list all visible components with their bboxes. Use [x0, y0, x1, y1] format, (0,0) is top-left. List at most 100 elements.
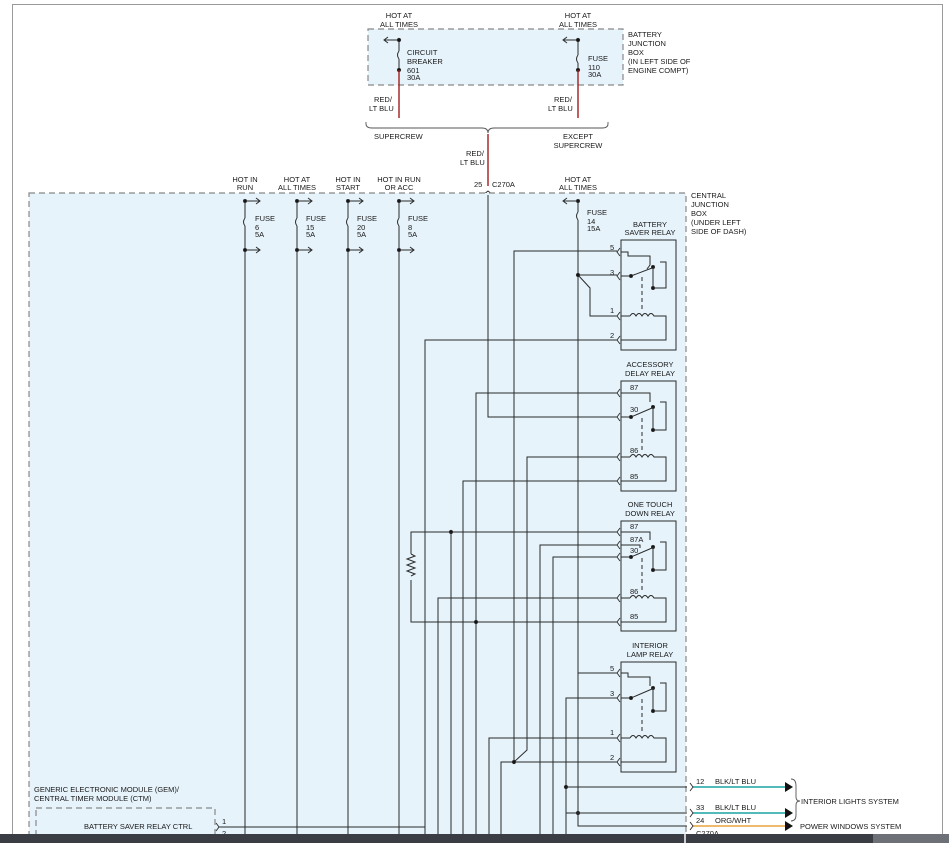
- svg-text:85: 85: [630, 612, 638, 621]
- svg-text:DELAY RELAY: DELAY RELAY: [625, 369, 675, 378]
- svg-text:BOX: BOX: [691, 209, 707, 218]
- fuse-14: [562, 197, 580, 275]
- output-color-33: BLK/LT BLU: [715, 803, 756, 812]
- output-color-12: BLK/LT BLU: [715, 777, 756, 786]
- svg-text:5A: 5A: [357, 230, 366, 239]
- svg-text:5: 5: [610, 664, 614, 673]
- one-touch-down-relay-label: ONE TOUCH: [628, 500, 673, 509]
- svg-text:3: 3: [610, 689, 614, 698]
- right-wire-color: RED/: [554, 95, 573, 104]
- interior-lights-brace: [790, 778, 801, 822]
- one-touch-down-relay-internals: [621, 531, 667, 623]
- scrollbar-thumb[interactable]: [873, 834, 949, 843]
- fuse-15: [295, 197, 313, 843]
- svg-text:601: 601: [407, 66, 420, 75]
- gem-pin-1: 1: [222, 817, 226, 826]
- svg-text:2: 2: [610, 331, 614, 340]
- battery-saver-relay-label: BATTERY: [633, 220, 667, 229]
- svg-text:86: 86: [630, 446, 638, 455]
- output-pin-12: 12: [696, 777, 704, 786]
- svg-text:2: 2: [610, 753, 614, 762]
- svg-text:BREAKER: BREAKER: [407, 57, 443, 66]
- svg-text:30A: 30A: [588, 70, 601, 79]
- svg-text:87: 87: [630, 522, 638, 531]
- central-junction-box: [28, 192, 687, 843]
- svg-text:LT BLU: LT BLU: [548, 104, 573, 113]
- interior-lamp-relay-internals: [621, 672, 667, 763]
- interior-lamp-relay: [620, 661, 677, 773]
- svg-text:ALL TIMES: ALL TIMES: [380, 20, 418, 29]
- variant-brace: [365, 122, 609, 134]
- svg-text:(IN LEFT SIDE OF: (IN LEFT SIDE OF: [628, 57, 691, 66]
- svg-text:(UNDER LEFT: (UNDER LEFT: [691, 218, 741, 227]
- svg-text:ALL TIMES: ALL TIMES: [278, 183, 316, 192]
- fuse-110: [562, 36, 581, 73]
- accessory-delay-relay-internals: [621, 392, 667, 482]
- svg-text:87: 87: [630, 383, 638, 392]
- svg-text:5A: 5A: [306, 230, 315, 239]
- red-feed-wires: [398, 70, 579, 186]
- svg-text:JUNCTION: JUNCTION: [691, 200, 729, 209]
- svg-text:FUSE: FUSE: [408, 214, 428, 223]
- output-connector: C270A: [696, 829, 719, 838]
- output-wires: [693, 786, 785, 827]
- gem-connectors: [215, 822, 425, 832]
- svg-text:RUN: RUN: [237, 183, 253, 192]
- power-windows-system: POWER WINDOWS SYSTEM: [800, 822, 901, 831]
- feed-pin: 25: [474, 180, 482, 189]
- svg-text:DOWN RELAY: DOWN RELAY: [625, 509, 675, 518]
- gem-pin-2: 2: [222, 829, 226, 838]
- svg-text:START: START: [336, 183, 360, 192]
- fuse20-hot-label: HOT IN: [335, 175, 360, 184]
- svg-text:110: 110: [588, 63, 600, 72]
- svg-text:LAMP RELAY: LAMP RELAY: [627, 650, 673, 659]
- variant-supercrew: SUPERCREW: [374, 132, 424, 141]
- fuse-6: [243, 197, 261, 843]
- interior-lamp-relay-label: INTERIOR: [632, 641, 668, 650]
- scrollbar-divider: [684, 834, 686, 843]
- battery-saver-relay: [620, 239, 677, 351]
- circuit-breaker-label: CIRCUIT BREAKER 601 30A: [407, 48, 443, 82]
- output-color-24: ORG/WHT: [715, 816, 752, 825]
- bottom-scrollbar[interactable]: [0, 834, 949, 843]
- svg-text:1: 1: [610, 306, 614, 315]
- svg-text:15: 15: [306, 223, 314, 232]
- one-touch-down-relay: [620, 520, 677, 632]
- svg-text:ALL TIMES: ALL TIMES: [559, 183, 597, 192]
- battery-junction-box: [367, 28, 624, 86]
- svg-text:15A: 15A: [587, 224, 600, 233]
- fuse8-hot-label: HOT IN RUN: [377, 175, 421, 184]
- fuse110-hot-label: HOT AT: [565, 11, 592, 20]
- svg-text:ALL TIMES: ALL TIMES: [559, 20, 597, 29]
- svg-text:ENGINE COMPT): ENGINE COMPT): [628, 66, 689, 75]
- svg-text:FUSE: FUSE: [255, 214, 275, 223]
- fuse15-hot-label: HOT AT: [284, 175, 311, 184]
- svg-text:86: 86: [630, 587, 638, 596]
- accessory-delay-relay-label: ACCESSORY: [627, 360, 674, 369]
- svg-text:5: 5: [610, 243, 614, 252]
- svg-text:CENTRAL TIMER MODULE (CTM): CENTRAL TIMER MODULE (CTM): [34, 794, 152, 803]
- circuit-breaker-601: [383, 36, 402, 73]
- svg-text:SUPERCREW: SUPERCREW: [554, 141, 604, 150]
- fuse6-hot-label: HOT IN: [232, 175, 257, 184]
- battery-junction-box-label: BATTERY JUNCTION BOX (IN LEFT SIDE OF EN…: [628, 30, 691, 75]
- svg-text:CENTRAL: CENTRAL: [691, 191, 726, 200]
- accessory-delay-relay-pins: 87 30 86 85: [630, 383, 638, 481]
- svg-text:30: 30: [630, 405, 638, 414]
- interior-lamp-relay-pins: 5 3 1 2: [610, 664, 614, 762]
- one-touch-down-relay-pins: 87 87A 30 86 85: [630, 522, 643, 621]
- variant-except-supercrew: EXCEPT: [563, 132, 593, 141]
- svg-text:5A: 5A: [408, 230, 417, 239]
- output-connectors: [689, 782, 694, 831]
- battery-saver-relay-internals: [621, 251, 667, 341]
- svg-text:6: 6: [255, 223, 259, 232]
- fuse-110-label: FUSE 110 30A: [588, 54, 608, 79]
- svg-text:20: 20: [357, 223, 365, 232]
- left-wire-color: RED/: [374, 95, 393, 104]
- accessory-delay-relay: [620, 380, 677, 492]
- svg-text:BOX: BOX: [628, 48, 644, 57]
